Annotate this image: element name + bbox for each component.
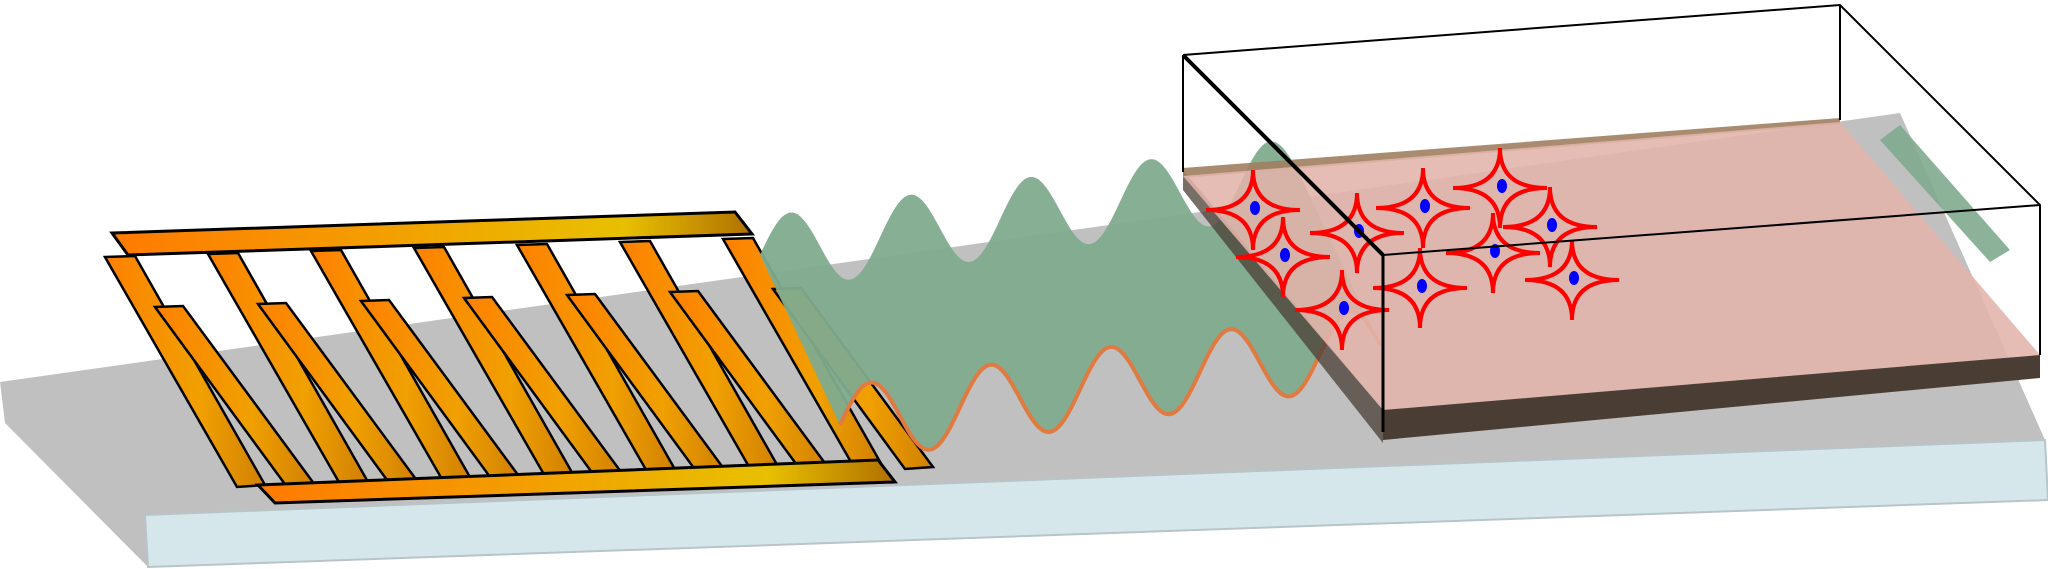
skyrmion-core: [1280, 248, 1290, 262]
skyrmion-boundary: [1309, 192, 1405, 274]
skyrmion: [1294, 269, 1390, 351]
box-outline: [1182, 3, 2041, 355]
skyrmion: [1524, 239, 1620, 321]
skyrmion-boundary: [1235, 216, 1331, 298]
skyrmion: [1502, 186, 1598, 268]
skyrmion: [1372, 247, 1468, 329]
skyrmion-boundary: [1502, 186, 1598, 268]
magnification-box: [1181, 3, 2041, 432]
wave-edge: [838, 309, 1382, 452]
skyrmion-boundary: [1445, 212, 1541, 294]
skyrmion: [1235, 216, 1331, 298]
skyrmion-core: [1420, 199, 1430, 213]
substrate-front-face: [143, 438, 2048, 569]
skyrmion-core: [1339, 301, 1349, 315]
skyrmion-core: [1547, 218, 1557, 232]
film-left-side: [1183, 170, 1383, 443]
skyrmion-core: [1250, 201, 1260, 215]
skyrmion-lattice: [1205, 147, 1620, 351]
magnetic-film: [1183, 118, 2040, 443]
skyrmion-boundary: [1372, 247, 1468, 329]
interdigital-transducer: [102, 210, 936, 505]
box-diagonal-edge: [1181, 53, 1385, 257]
skyrmion-boundary: [1452, 147, 1548, 229]
skyrmion: [1205, 169, 1301, 251]
skyrmion-boundary: [1205, 169, 1301, 251]
skyrmion-boundary: [1524, 239, 1620, 321]
skyrmion: [1375, 167, 1471, 249]
skyrmion-core: [1417, 279, 1427, 293]
skyrmion-boundary: [1294, 269, 1390, 351]
top-bus-bar: [109, 210, 755, 257]
skyrmion: [1452, 147, 1548, 229]
skyrmion-core: [1497, 179, 1507, 193]
wave-exit: [1880, 125, 2010, 262]
bottom-bus-bar: [254, 458, 898, 505]
skyrmion-core: [1569, 271, 1579, 285]
skyrmion-boundary: [1375, 167, 1471, 249]
film-front-side: [1383, 355, 2040, 440]
box-front-edge: [1382, 204, 2041, 256]
film-top-face: [1183, 122, 2040, 410]
